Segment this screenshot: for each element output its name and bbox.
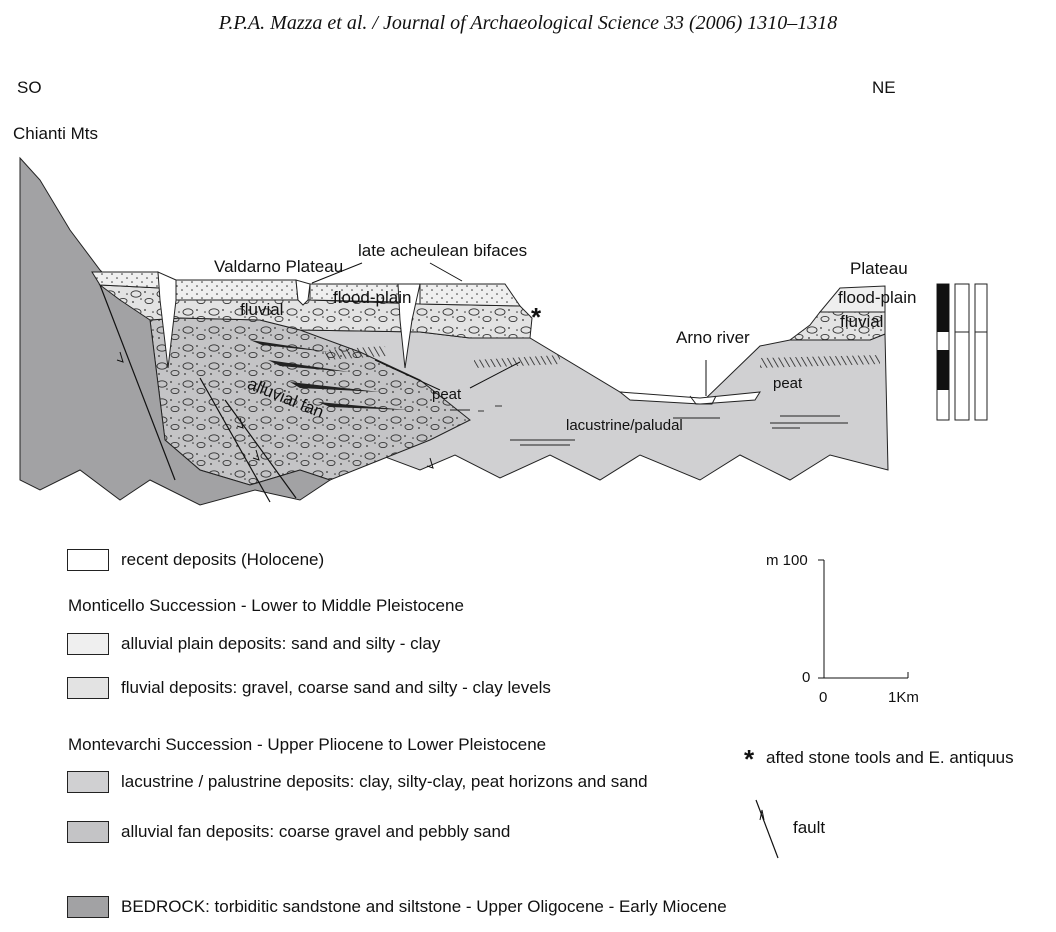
legend-swatch-bedrock [67, 896, 109, 918]
scale-x-end: 1Km [888, 689, 919, 706]
scale-top-label: m 100 [766, 552, 808, 569]
fault-symbol-icon [755, 799, 779, 859]
label-peat-right: peat [773, 375, 803, 392]
scale-zero-label: 0 [802, 669, 811, 686]
legend-swatch-alluvial-plain [67, 633, 109, 655]
bedrock-layer [19, 156, 332, 506]
geological-cross-section [19, 156, 889, 506]
legend-item-alluvial-fan: alluvial fan deposits: coarse gravel and… [67, 820, 510, 844]
label-arno-river: Arno river [676, 328, 750, 347]
asterisk-marker: * [531, 302, 542, 332]
recent-deposits-layer [618, 391, 761, 405]
legend-heading-montevarchi: Montevarchi Succession - Upper Pliocene … [68, 735, 547, 754]
label-peat-left: peat [432, 386, 462, 403]
legend-heading-monticello: Monticello Succession - Lower to Middle … [68, 596, 464, 615]
scale-x-zero: 0 [819, 689, 828, 706]
asterisk-legend-symbol: * [744, 744, 755, 774]
asterisk-legend-text: afted stone tools and E. antiquus [766, 748, 1014, 767]
legend-text-recent: recent deposits (Holocene) [121, 550, 325, 569]
label-valdarno-plateau: Valdarno Plateau [214, 257, 344, 276]
legend-item-bedrock: BEDROCK: torbiditic sandstone and siltst… [67, 895, 727, 919]
label-plateau: Plateau [850, 259, 908, 278]
label-fluvial-right: fluvial [840, 312, 884, 331]
legend-swatch-fluvial [67, 677, 109, 699]
legend-item-fluvial: fluvial deposits: gravel, coarse sand an… [67, 676, 551, 700]
stratigraphic-column [936, 283, 988, 421]
label-chianti-mts: Chianti Mts [13, 124, 99, 143]
legend-swatch-recent [67, 549, 109, 571]
alluvial-plain-layer-plateau [818, 285, 886, 313]
legend-text-bedrock: BEDROCK: torbiditic sandstone and siltst… [121, 897, 727, 916]
legend-item-recent: recent deposits (Holocene) [67, 548, 324, 572]
legend-text-alluvial-fan: alluvial fan deposits: coarse gravel and… [121, 822, 511, 841]
label-fluvial-left: fluvial [240, 300, 284, 319]
label-flood-plain-left: flood-plain [333, 288, 412, 307]
legend-text-lacustrine: lacustrine / palustrine deposits: clay, … [121, 772, 648, 791]
running-head: P.P.A. Mazza et al. / Journal of Archaeo… [218, 12, 838, 34]
legend-item-lacustrine: lacustrine / palustrine deposits: clay, … [67, 770, 648, 794]
label-late-acheulean-bifaces: late acheulean bifaces [358, 241, 528, 260]
legend-swatch-lacustrine [67, 771, 109, 793]
label-lacustrine-paludal: lacustrine/paludal [566, 417, 683, 434]
direction-southwest: SO [17, 78, 42, 97]
legend-swatch-alluvial-fan [67, 821, 109, 843]
legend-text-alluvial-plain: alluvial plain deposits: sand and silty … [121, 634, 441, 653]
label-flood-plain-right: flood-plain [838, 288, 917, 307]
direction-northeast: NE [872, 78, 896, 97]
scale-bar [818, 559, 909, 679]
legend-item-alluvial-plain: alluvial plain deposits: sand and silty … [67, 632, 440, 656]
legend-text-fluvial: fluvial deposits: gravel, coarse sand an… [121, 678, 551, 697]
fault-legend-text: fault [793, 818, 826, 837]
